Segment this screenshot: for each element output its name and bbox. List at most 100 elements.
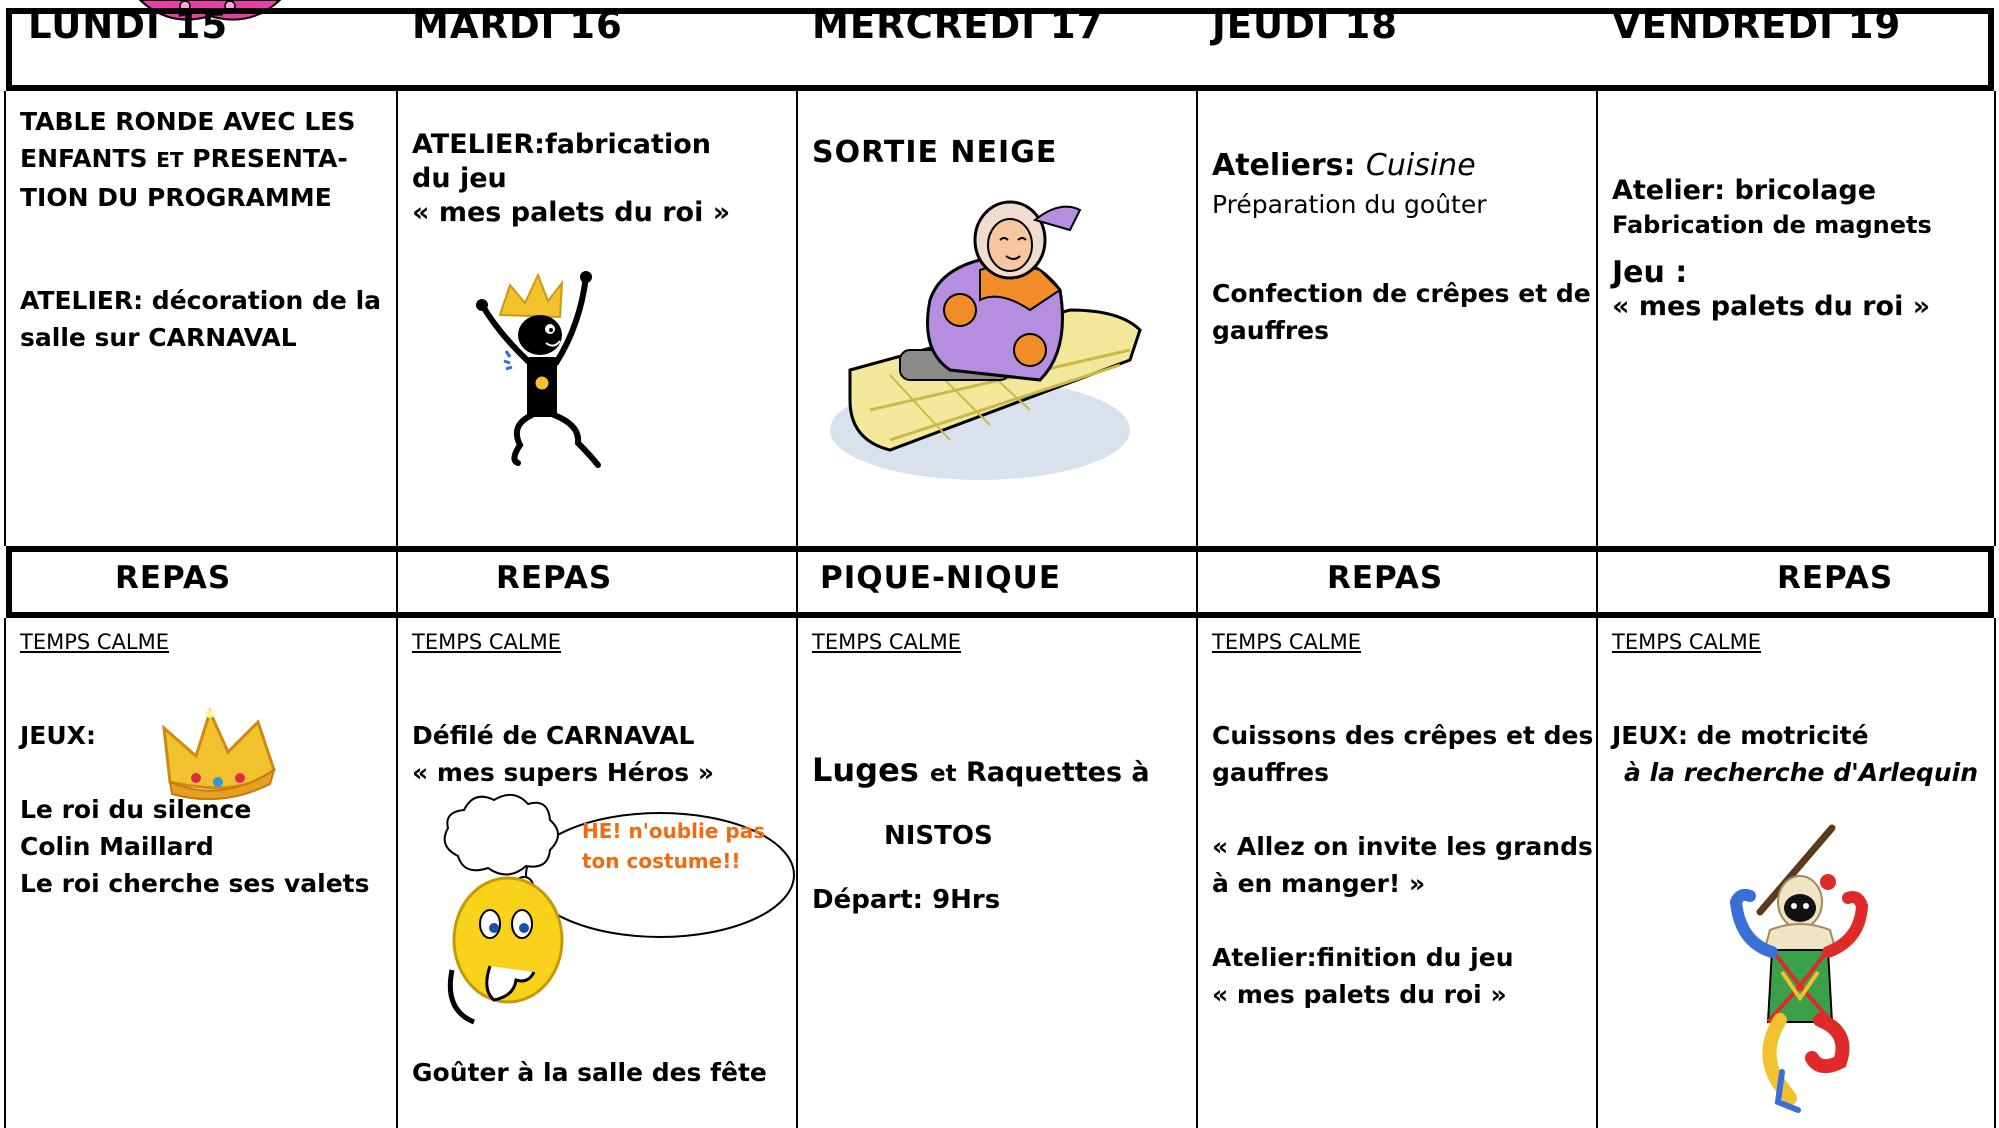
quiet-time-wednesday: TEMPS CALME <box>812 630 961 654</box>
friday-afternoon: JEUX: de motricité à la recherche d'Arle… <box>1612 717 1978 791</box>
text-span: Ateliers: <box>1212 148 1366 183</box>
text-line: Luges et Raquettes à <box>812 748 1150 796</box>
text-line: Fabrication de magnets <box>1612 211 1932 239</box>
child-on-sled-icon <box>830 200 1142 480</box>
grid-line <box>396 91 398 546</box>
text-line: Ateliers: Cuisine <box>1212 146 1591 186</box>
day-header-thursday: JEUDI 18 <box>1212 4 1398 47</box>
text-span: et <box>929 761 957 787</box>
spacer <box>1612 242 1932 256</box>
text-line: JEUX: de motricité <box>1612 721 1869 750</box>
grid-line <box>396 552 398 612</box>
grid-line <box>1196 552 1198 612</box>
text-line: SORTIE NEIGE <box>812 135 1058 170</box>
text-line: JEUX: <box>20 721 96 750</box>
text-line: TION DU PROGRAMME <box>20 183 332 212</box>
text-line: « mes supers Héros » <box>412 758 715 787</box>
wednesday-afternoon: Luges et Raquettes à NISTOS Départ: 9Hrs <box>812 748 1150 922</box>
grid-line <box>1596 91 1598 546</box>
grid-line <box>396 618 398 1128</box>
text-line: « mes palets du roi » <box>412 197 731 228</box>
text-line: Confection de crêpes et de <box>1212 279 1591 308</box>
meal-thursday: REPAS <box>1327 560 1444 596</box>
day-header-monday: LUNDI 15 <box>28 4 229 47</box>
tuesday-morning: ATELIER:fabrication du jeu « mes palets … <box>412 128 730 230</box>
text-line: gauffres <box>1212 316 1329 345</box>
text-line: Atelier:finition du jeu <box>1212 943 1514 972</box>
meal-monday: REPAS <box>115 560 232 596</box>
tuesday-afternoon: Défilé de CARNAVAL « mes supers Héros » <box>412 717 714 791</box>
text-line: ton costume!! <box>582 849 741 873</box>
header-row <box>6 8 1994 91</box>
text-line: Atelier: bricolage <box>1612 175 1877 206</box>
grid-line <box>796 552 798 612</box>
text-line: HE! n'oublie pas <box>582 819 766 843</box>
grid-line <box>4 618 6 1128</box>
grid-line <box>1596 552 1598 612</box>
text-span: Luges <box>812 751 930 789</box>
text-line: Défilé de CARNAVAL <box>412 721 695 750</box>
text-line: du jeu <box>412 163 507 194</box>
text-span: ET <box>156 148 184 172</box>
grid-line <box>1596 618 1598 1128</box>
meal-wednesday: PIQUE-NIQUE <box>820 560 1062 596</box>
text-line: « mes palets du roi » <box>1612 291 1931 322</box>
text-line: NISTOS <box>884 821 993 851</box>
text-line: « mes palets du roi » <box>1212 980 1507 1009</box>
text-line: Préparation du goûter <box>1212 190 1487 219</box>
speech-bubble-text: HE! n'oublie pas ton costume!! <box>582 816 765 876</box>
meal-row <box>6 546 1994 618</box>
spacer <box>1212 902 1593 939</box>
text-line: Départ: 9Hrs <box>812 885 1001 915</box>
grid-line <box>1994 91 1996 546</box>
quiet-time-thursday: TEMPS CALME <box>1212 630 1361 654</box>
day-header-friday: VENDREDI 19 <box>1612 4 1902 47</box>
monday-morning: TABLE RONDE AVEC LES ENFANTS ET PRESENTA… <box>20 103 381 356</box>
grid-line <box>796 91 798 546</box>
text-line: Cuissons des crêpes et des <box>1212 721 1594 750</box>
text-line: ATELIER:fabrication <box>412 129 711 160</box>
grid-line <box>1196 618 1198 1128</box>
text-line: à la recherche d'Arlequin <box>1624 758 1978 787</box>
text-line: gauffres <box>1212 758 1329 787</box>
friday-morning: Atelier: bricolage Fabrication de magnet… <box>1612 174 1932 324</box>
text-line: Jeu : <box>1612 255 1688 290</box>
monday-afternoon: JEUX: Le roi du silence Colin Maillard L… <box>20 717 370 902</box>
spacer <box>1212 791 1593 828</box>
wednesday-morning: SORTIE NEIGE <box>812 134 1057 171</box>
thursday-afternoon: Cuissons des crêpes et des gauffres « Al… <box>1212 717 1593 1013</box>
text-line: Le roi cherche ses valets <box>20 869 370 898</box>
grid-line <box>796 618 798 1128</box>
grid-line <box>1994 618 1996 1128</box>
day-header-tuesday: MARDI 16 <box>412 4 623 47</box>
thursday-morning: Ateliers: Cuisine Préparation du goûter … <box>1212 146 1591 349</box>
grid-line <box>1196 91 1198 546</box>
quiet-time-friday: TEMPS CALME <box>1612 630 1761 654</box>
text-span: Raquettes à <box>956 757 1150 788</box>
harlequin-figure-icon <box>1729 824 1869 1113</box>
quiet-time-monday: TEMPS CALME <box>20 630 169 654</box>
king-figure-icon <box>476 271 601 468</box>
grid-line <box>4 91 6 546</box>
text-span: PRESENTA- <box>183 144 348 173</box>
tuesday-snack: Goûter à la salle des fête <box>412 1054 767 1091</box>
text-line: à en manger! » <box>1212 869 1426 898</box>
thinking-smiley-icon <box>443 793 795 1025</box>
text-line: TABLE RONDE AVEC LES <box>20 107 356 136</box>
meal-tuesday: REPAS <box>496 560 613 596</box>
text-line: Goûter à la salle des fête <box>412 1058 767 1087</box>
text-line: « Allez on invite les grands <box>1212 832 1593 861</box>
spacer <box>1212 223 1591 275</box>
text-line: ENFANTS ET PRESENTA- <box>20 140 381 179</box>
crown-icon <box>162 708 276 801</box>
text-span: Cuisine <box>1365 148 1476 183</box>
spacer <box>20 216 381 282</box>
meal-friday: REPAS <box>1777 560 1894 596</box>
day-header-wednesday: MERCREDI 17 <box>812 4 1104 47</box>
text-span: ENFANTS <box>20 144 157 173</box>
text-line: Colin Maillard <box>20 832 214 861</box>
text-line: salle sur CARNAVAL <box>20 323 297 352</box>
quiet-time-tuesday: TEMPS CALME <box>412 630 561 654</box>
text-line: ATELIER: décoration de la <box>20 286 382 315</box>
